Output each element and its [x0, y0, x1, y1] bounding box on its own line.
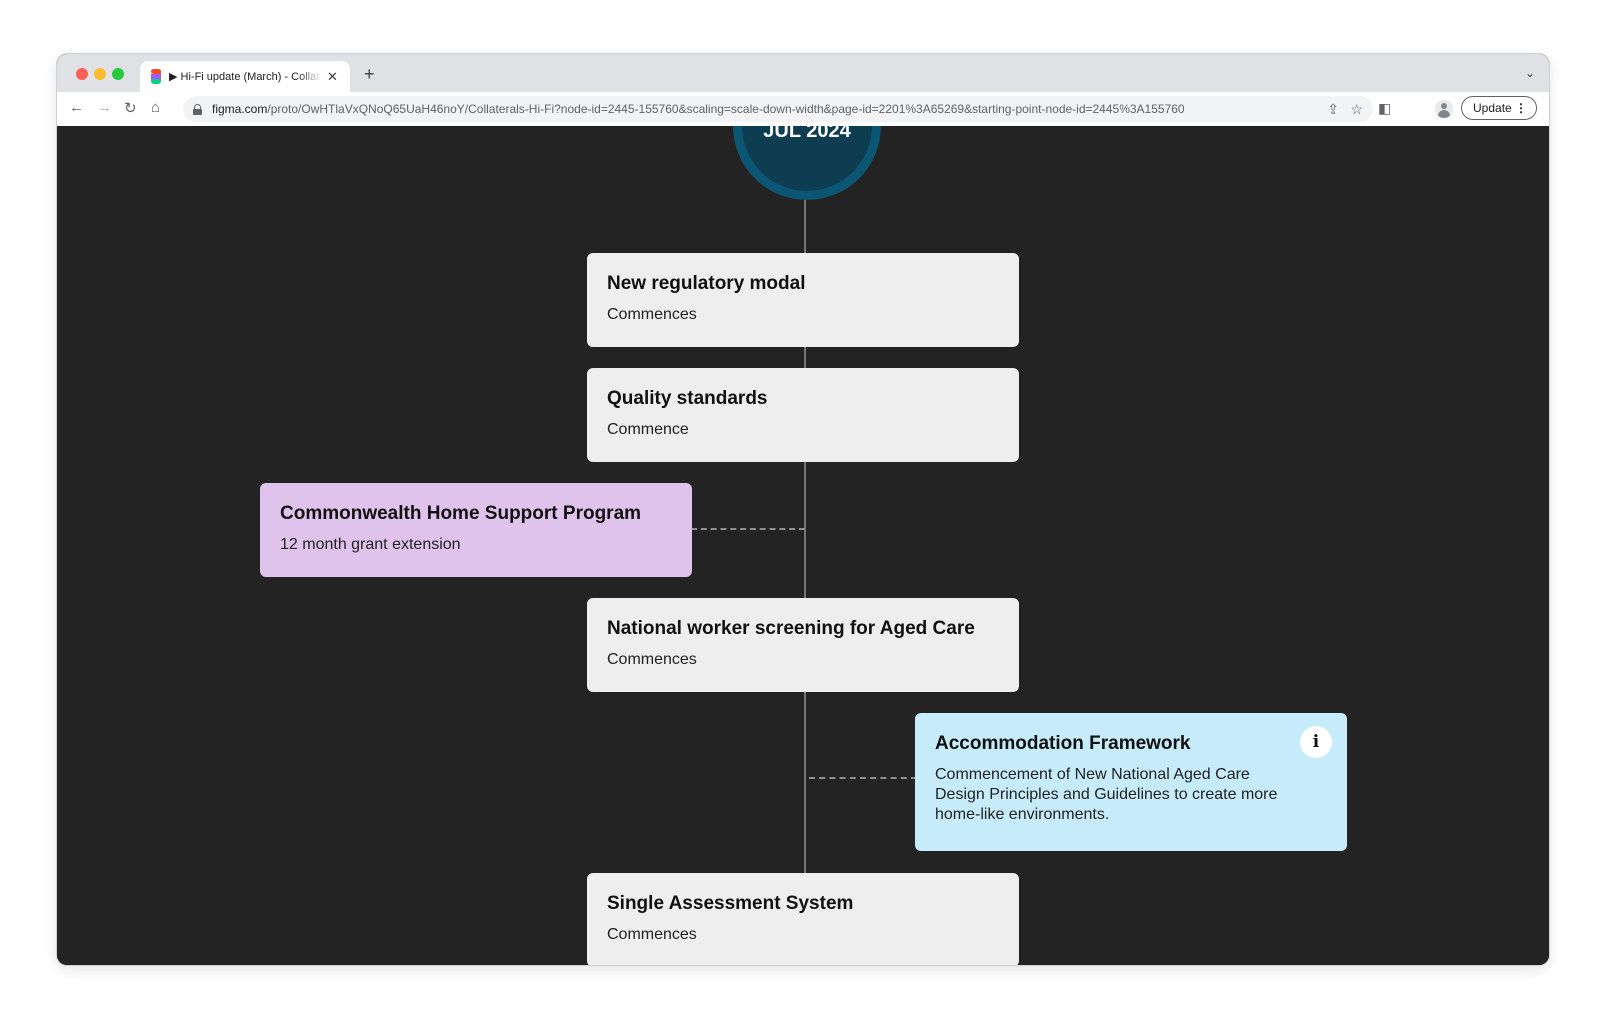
tab-bar: ▶ Hi-Fi update (March) - Collaterals ✕ +… — [57, 54, 1549, 92]
url-text[interactable]: figma.com/proto/OwHTlaVxQNoQ65UaH46noY/C… — [212, 102, 1185, 116]
back-button[interactable]: ← — [69, 99, 84, 116]
bookmark-star-icon[interactable]: ☆ — [1350, 101, 1363, 117]
timeline-card-accommodation-framework[interactable]: Accommodation Framework Commencement of … — [915, 713, 1347, 851]
card-title: Quality standards — [607, 388, 768, 409]
card-title: Single Assessment System — [607, 893, 854, 914]
close-window-button[interactable] — [76, 68, 88, 80]
timeline-line — [804, 126, 806, 965]
card-subtitle: 12 month grant extension — [280, 536, 461, 553]
minimize-window-button[interactable] — [94, 68, 106, 80]
side-panel-icon[interactable]: ◧ — [1378, 100, 1392, 116]
timeline-card-quality-standards[interactable]: Quality standards Commence — [587, 368, 1019, 462]
browser-tab-active[interactable]: ▶ Hi-Fi update (March) - Collaterals ✕ — [140, 61, 350, 92]
card-title: New regulatory modal — [607, 273, 806, 294]
connector-dashed-line — [809, 777, 917, 779]
card-subtitle: Commences — [607, 651, 697, 668]
card-subtitle: Commences — [607, 306, 697, 323]
card-subtitle: Commences — [607, 926, 697, 943]
update-label: Update — [1473, 101, 1512, 115]
figma-icon — [151, 69, 161, 84]
timeline-card-new-regulatory-modal[interactable]: New regulatory modal Commences — [587, 253, 1019, 347]
card-title: National worker screening for Aged Care — [607, 618, 975, 639]
new-tab-button[interactable]: + — [364, 64, 375, 84]
card-title: Accommodation Framework — [935, 733, 1191, 754]
share-icon[interactable]: ⇪ — [1327, 101, 1339, 117]
browser-window: ▶ Hi-Fi update (March) - Collaterals ✕ +… — [57, 54, 1549, 965]
maximize-window-button[interactable] — [112, 68, 124, 80]
connector-dashed-line — [691, 528, 805, 530]
tab-title: ▶ Hi-Fi update (March) - Collaterals — [169, 71, 321, 83]
lock-icon — [193, 103, 202, 115]
home-button[interactable]: ⌂ — [151, 99, 161, 116]
timeline-card-single-assessment-system[interactable]: Single Assessment System Commences — [587, 873, 1019, 965]
tab-close-icon[interactable]: ✕ — [327, 68, 338, 84]
tab-list-chevron-icon[interactable]: ⌄ — [1524, 66, 1535, 80]
browser-toolbar: ← → ↻ ⌂ figma.com/proto/OwHTlaVxQNoQ65Ua… — [57, 92, 1549, 127]
update-button[interactable]: Update ⋮ — [1461, 96, 1537, 120]
address-bar[interactable]: figma.com/proto/OwHTlaVxQNoQ65UaH46noY/C… — [183, 96, 1373, 122]
more-menu-icon[interactable]: ⋮ — [1515, 101, 1527, 115]
info-icon[interactable]: i — [1300, 726, 1332, 758]
prototype-canvas: JUL 2024 New regulatory modal Commences … — [57, 126, 1549, 965]
card-title: Commonwealth Home Support Program — [280, 503, 642, 524]
timeline-card-commonwealth-home-support[interactable]: Commonwealth Home Support Program 12 mon… — [260, 483, 692, 577]
card-subtitle: Commencement of New National Aged Care D… — [935, 766, 1278, 823]
reload-button[interactable]: ↻ — [124, 100, 137, 117]
timeline-card-national-worker-screening[interactable]: National worker screening for Aged Care … — [587, 598, 1019, 692]
card-subtitle: Commence — [607, 421, 689, 438]
date-label: JUL 2024 — [763, 126, 851, 142]
profile-avatar-icon[interactable] — [1435, 100, 1453, 118]
forward-button[interactable]: → — [97, 99, 112, 116]
